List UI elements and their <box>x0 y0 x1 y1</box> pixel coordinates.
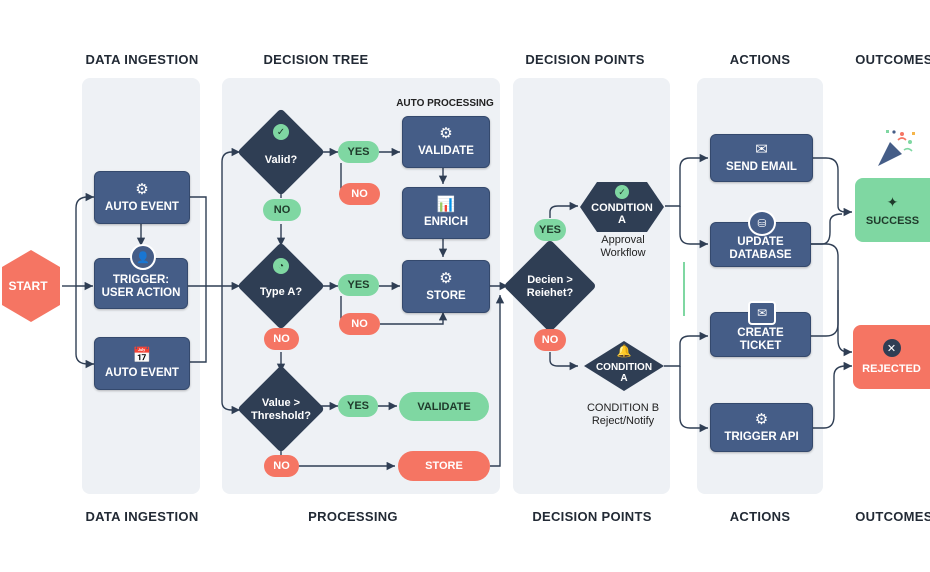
header-outcomes: OUTCOMES <box>855 52 930 67</box>
auto-processing-label: AUTO PROCESSING <box>396 98 494 109</box>
valid-label: Valid? <box>264 154 298 166</box>
gear-icon: ⚙ <box>135 180 149 198</box>
gear-icon: ⚙ <box>754 410 769 428</box>
send-email-box[interactable]: ✉ SEND EMAIL <box>710 134 813 182</box>
header-actions: ACTIONS <box>729 52 791 67</box>
approval-workflow-note: Approval Workflow <box>600 234 646 259</box>
condition-a-top-label: CONDITION A <box>591 202 653 226</box>
start-hexagon <box>2 250 60 322</box>
trigger-label: TRIGGER: USER ACTION <box>101 273 181 299</box>
store-pill[interactable]: STORE <box>398 451 490 481</box>
footer-actions: ACTIONS <box>729 509 791 524</box>
bell-icon: 🔔 <box>616 344 632 358</box>
trigger-api-box[interactable]: ⚙ TRIGGER API <box>710 403 813 452</box>
mail-icon: ✉ <box>755 141 768 158</box>
auto-event-box[interactable]: ⚙ AUTO EVENT <box>94 171 190 224</box>
decision-label: Decien > Reiehet? <box>526 274 574 299</box>
store-label: STORE <box>426 289 466 302</box>
rejected-box[interactable]: ✕ REJECTED <box>853 325 930 389</box>
gear-icon: ⚙ <box>439 269 453 287</box>
send-email-label: SEND EMAIL <box>726 161 797 173</box>
validate-pill[interactable]: VALIDATE <box>399 392 489 421</box>
create-ticket-box[interactable]: CREATE TICKET <box>710 312 811 357</box>
bar-chart-icon: 📊 <box>436 196 456 213</box>
start-node[interactable]: START <box>0 248 62 324</box>
gear-icon: ⚙ <box>439 125 453 142</box>
enrich-box[interactable]: 📊 ENRICH <box>402 187 490 239</box>
header-decision-points: DECISION POINTS <box>525 52 645 67</box>
auto-event-label: AUTO EVENT <box>105 200 179 213</box>
update-database-label: UPDATE DATABASE <box>729 235 792 261</box>
footer-outcomes: OUTCOMES <box>855 509 930 524</box>
success-confetti-icon: ✦ <box>886 193 899 210</box>
footer-decision-points: DECISION POINTS <box>532 509 652 524</box>
header-data-ingestion: DATA INGESTION <box>85 52 199 67</box>
condition-a-bottom-shape <box>584 341 664 391</box>
threshold-yes-pill[interactable]: YES <box>338 395 378 417</box>
pie-icon: ◔ <box>273 258 289 274</box>
check-icon: ✓ <box>615 185 629 199</box>
footer-data-ingestion: DATA INGESTION <box>85 509 199 524</box>
tree-no-pill[interactable]: NO <box>264 328 299 350</box>
rejected-label: REJECTED <box>862 363 921 375</box>
condition-a-top-shape <box>580 182 664 232</box>
type-a-yes-pill[interactable]: YES <box>338 274 379 296</box>
store-box[interactable]: ⚙ STORE <box>402 260 490 313</box>
check-icon: ✓ <box>273 124 289 140</box>
threshold-no-pill[interactable]: NO <box>264 455 299 477</box>
user-icon: 👤 <box>130 244 156 270</box>
success-label: SUCCESS <box>865 214 920 227</box>
decision-yes-pill[interactable]: YES <box>534 219 566 241</box>
validate-label: VALIDATE <box>418 145 474 157</box>
enrich-label: ENRICH <box>423 216 469 228</box>
valid-no-pill[interactable]: NO <box>339 183 380 205</box>
valid-yes-pill[interactable]: YES <box>338 141 379 163</box>
condition-a-top-node[interactable]: ✓ CONDITION A <box>579 181 665 233</box>
condition-a-bottom-node[interactable]: 🔔 CONDITION A <box>583 340 665 392</box>
auto-event-box-2[interactable]: 📅 AUTO EVENT <box>94 337 190 390</box>
create-ticket-label: CREATE TICKET <box>737 326 784 352</box>
threshold-label: Value > Threshold? <box>251 397 311 422</box>
tree-no-pill-green[interactable]: NO <box>263 199 301 221</box>
start-label: START <box>8 279 48 293</box>
type-a-no-pill[interactable]: NO <box>339 313 380 335</box>
calendar-icon: 📅 <box>132 346 152 364</box>
trigger-api-label: TRIGGER API <box>724 430 799 443</box>
decision-no-pill[interactable]: NO <box>534 329 566 351</box>
condition-a-bottom-label: CONDITION A <box>595 362 653 384</box>
success-box[interactable]: ✦ SUCCESS <box>855 178 930 242</box>
auto-event-label-2: AUTO EVENT <box>105 366 179 379</box>
x-icon: ✕ <box>882 339 901 357</box>
header-decision-tree: DECISION TREE <box>263 52 369 67</box>
footer-processing: PROCESSING <box>308 509 398 524</box>
mail-icon: ✉ <box>748 301 776 325</box>
validate-box[interactable]: ⚙ VALIDATE <box>402 116 490 168</box>
type-a-label: Type A? <box>259 286 303 298</box>
database-icon: ⛁ <box>748 210 776 236</box>
condition-b-note: CONDITION B Reject/Notify <box>586 402 660 427</box>
confetti-icon <box>872 126 918 172</box>
